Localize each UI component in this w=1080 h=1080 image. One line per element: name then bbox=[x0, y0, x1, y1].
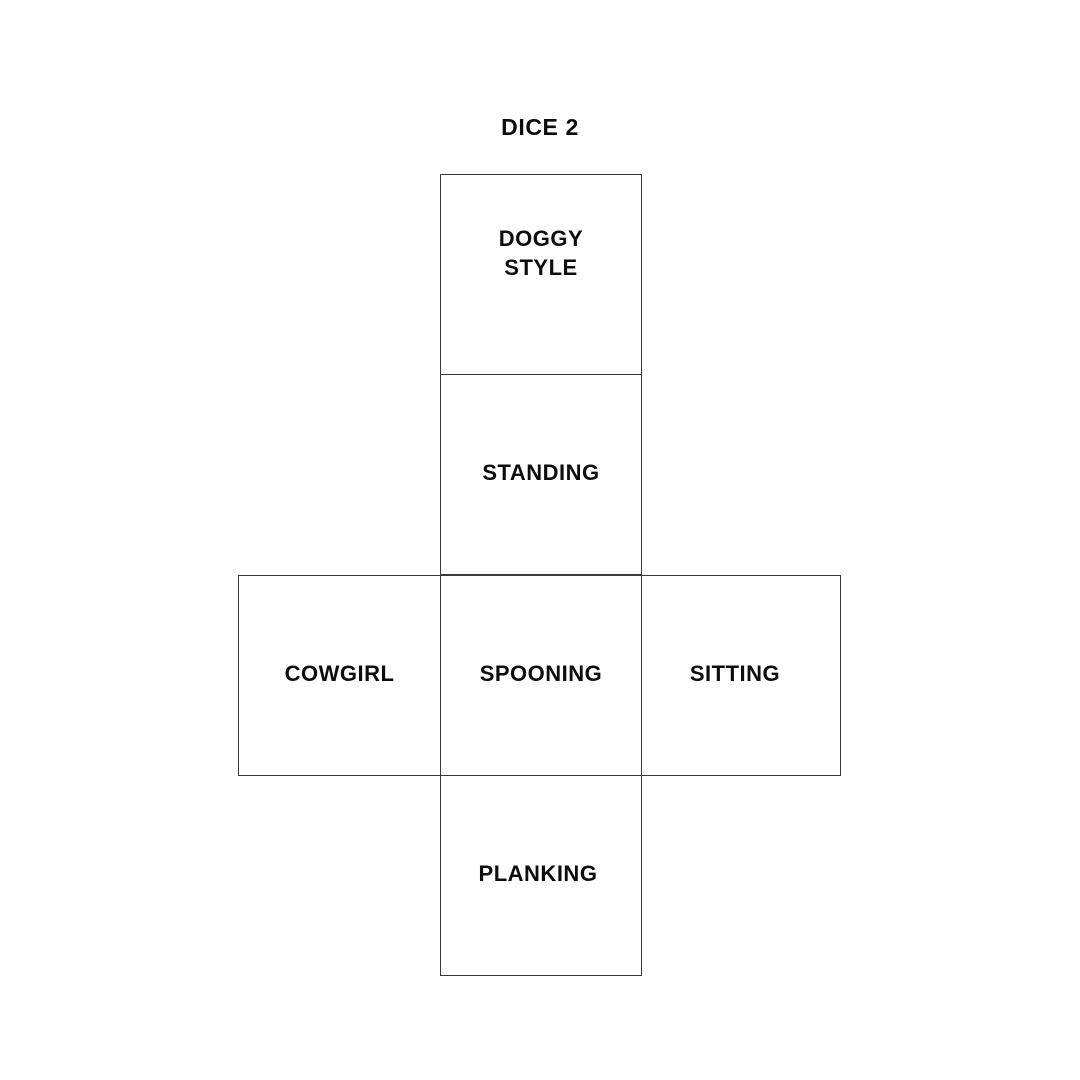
dice-face-label: DOGGY STYLE bbox=[498, 225, 584, 280]
dice-face-bottom[interactable]: PLANKING bbox=[440, 775, 642, 976]
page-title: DICE 2 bbox=[501, 114, 579, 140]
dice-face-label: COWGIRL bbox=[284, 661, 395, 686]
dice-face-top[interactable]: DOGGY STYLE bbox=[440, 174, 642, 375]
dice-face-center[interactable]: SPOONING bbox=[440, 575, 642, 776]
dice-face-right[interactable]: SITTING bbox=[641, 575, 841, 776]
dice-face-upper[interactable]: STANDING bbox=[440, 374, 642, 575]
dice-face-label: SITTING bbox=[689, 661, 781, 686]
dice-face-label: PLANKING bbox=[478, 861, 598, 886]
dice-face-label: SPOONING bbox=[479, 661, 603, 686]
dice-face-left[interactable]: COWGIRL bbox=[238, 575, 441, 776]
dice-face-label: STANDING bbox=[482, 460, 600, 485]
dice-net-diagram: DOGGY STYLE STANDING COWGIRL SPOONING SI… bbox=[238, 174, 841, 976]
